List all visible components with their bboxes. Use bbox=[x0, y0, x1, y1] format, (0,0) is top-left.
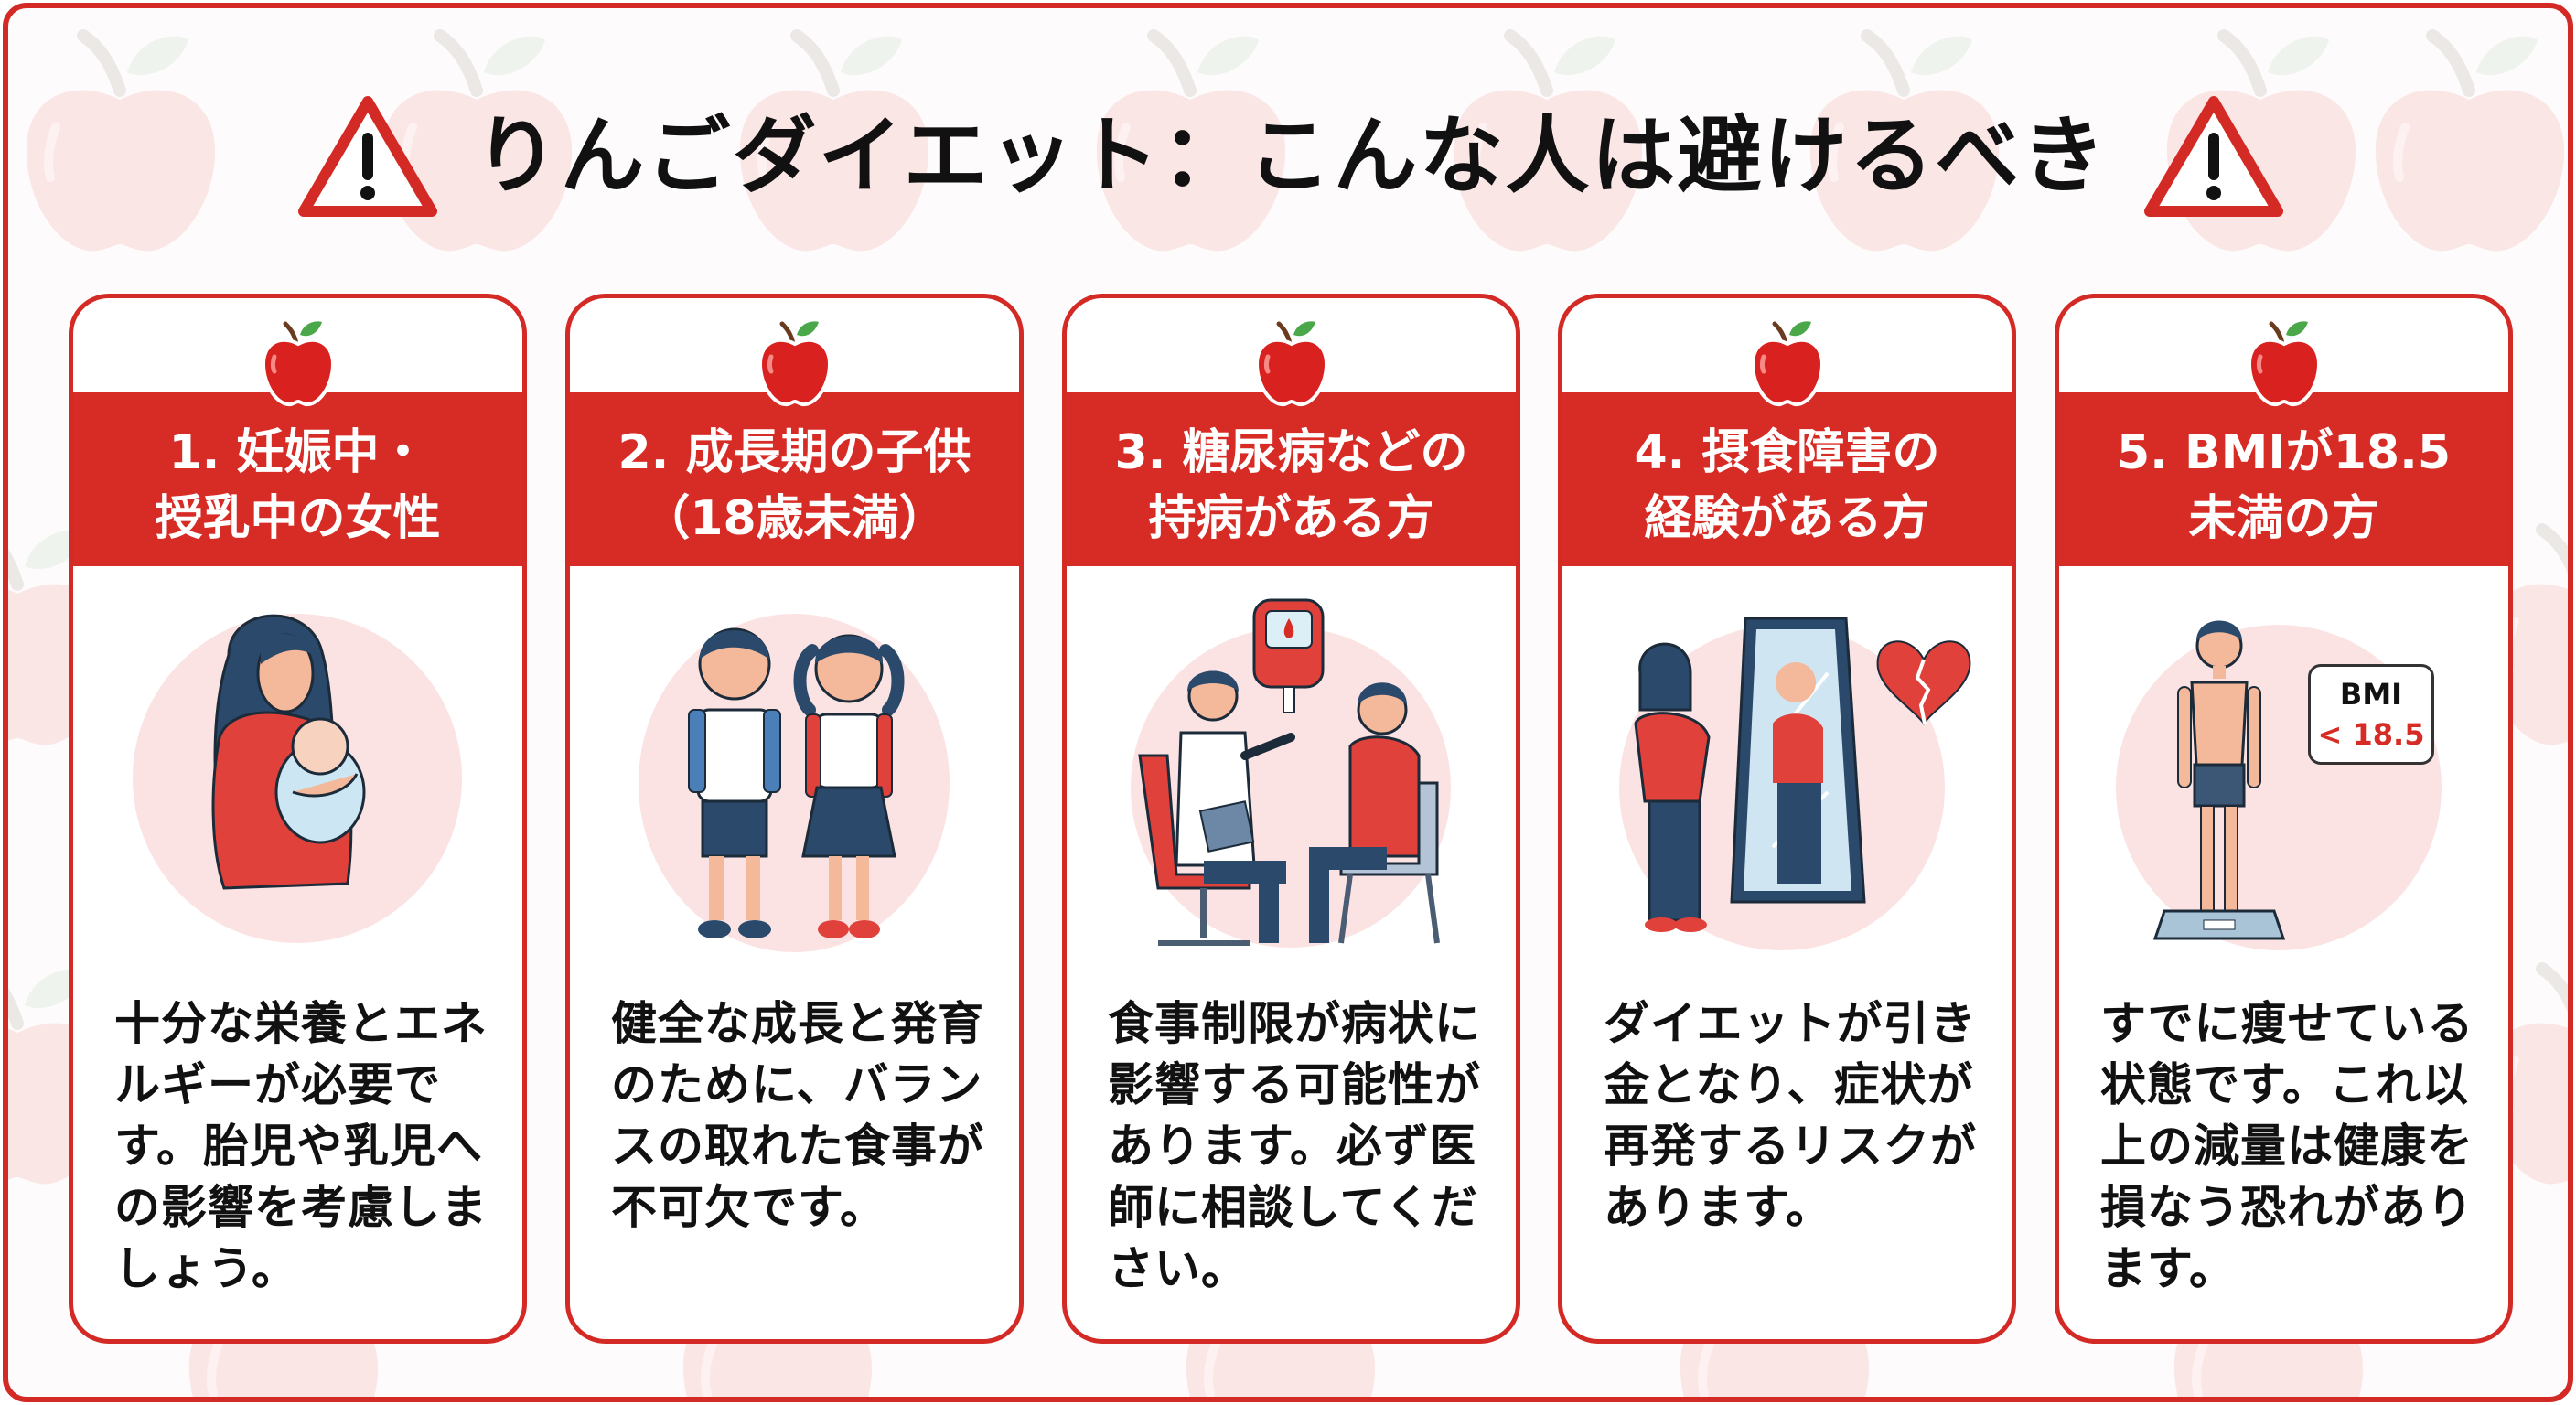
card-heading-line: （18歳未満） bbox=[642, 491, 947, 546]
description-line: 状態です。これ以 bbox=[2100, 1058, 2469, 1111]
description-line: 影響する可能性が bbox=[1108, 1058, 1481, 1111]
card-description: ダイエットが引き 金となり、症状が 再発するリスクが あります。 bbox=[1604, 993, 1984, 1239]
description-line: ダイエットが引き bbox=[1604, 997, 1977, 1050]
card-heading: 2. 成長期の子供 （18歳未満） bbox=[570, 392, 1019, 566]
card-pregnant-nursing-women: 1. 妊娠中・ 授乳中の女性 十分な栄養とエネ ルギーが必要で す。胎児や乳児へ… bbox=[69, 294, 527, 1344]
card-description: すでに痩せている 状態です。これ以 上の減量は健康を 損なう恐れがあり ます。 bbox=[2100, 993, 2481, 1300]
description-line: ます。 bbox=[2100, 1242, 2236, 1295]
warning-triangle-icon bbox=[298, 92, 437, 220]
card-heading: 3. 糖尿病などの 持病がある方 bbox=[1067, 392, 1516, 566]
description-line: のために、バラン bbox=[611, 1058, 983, 1111]
title-row: りんごダイエット：こんな人は避けるべき bbox=[8, 92, 2573, 220]
description-line: 不可欠です。 bbox=[611, 1181, 886, 1234]
card-heading-line: 持病がある方 bbox=[1148, 491, 1434, 546]
card-eating-disorder-history: 4. 摂食障害の 経験がある方 ダイエットが引き 金となり、症状が bbox=[1558, 294, 2016, 1344]
description-line: しょう。 bbox=[114, 1242, 298, 1295]
description-line: 再発するリスクが bbox=[1604, 1120, 1977, 1173]
description-line: さい。 bbox=[1108, 1242, 1248, 1295]
description-line: スの取れた食事が bbox=[611, 1120, 984, 1173]
bmi-badge: BMI < 18.5 bbox=[2308, 664, 2434, 765]
card-heading-line: 4. 摂食障害の bbox=[1634, 425, 1940, 480]
card-chronic-illness: 3. 糖尿病などの 持病がある方 bbox=[1062, 294, 1520, 1344]
description-line: すでに痩せている bbox=[2100, 997, 2474, 1050]
description-line: す。胎児や乳児へ bbox=[114, 1120, 483, 1173]
apple-icon bbox=[2246, 316, 2323, 408]
card-heading: 4. 摂食障害の 経験がある方 bbox=[1562, 392, 2012, 566]
description-line: 食事制限が病状に bbox=[1108, 997, 1481, 1050]
apple-icon bbox=[1253, 316, 1330, 408]
description-line: 損なう恐れがあり bbox=[2100, 1181, 2474, 1234]
card-heading-line: 1. 妊娠中・ bbox=[168, 425, 427, 480]
woman-at-mirror-illustration bbox=[1619, 617, 1971, 950]
description-line: あります。必ず医 bbox=[1108, 1120, 1476, 1173]
card-heading-line: 未満の方 bbox=[2188, 491, 2379, 546]
bmi-badge-label: BMI bbox=[2339, 677, 2403, 712]
description-line: 金となり、症状が bbox=[1604, 1058, 1974, 1111]
mother-holding-baby-illustration bbox=[133, 614, 462, 943]
card-heading-line: 授乳中の女性 bbox=[155, 491, 441, 546]
thin-person-on-scale-illustration bbox=[2116, 620, 2442, 950]
schoolchildren-illustration bbox=[639, 614, 950, 952]
apple-icon bbox=[260, 316, 337, 408]
description-line: 十分な栄養とエネ bbox=[114, 997, 488, 1050]
warning-triangle-icon bbox=[2144, 92, 2283, 220]
card-heading-line: 2. 成長期の子供 bbox=[617, 425, 971, 480]
card-heading: 1. 妊娠中・ 授乳中の女性 bbox=[73, 392, 522, 566]
description-line: あります。 bbox=[1604, 1181, 1832, 1234]
card-low-bmi: 5. BMIが18.5 未満の方 BMI < 18.5 すでに痩せている 状態で… bbox=[2055, 294, 2513, 1344]
apple-icon bbox=[757, 316, 833, 408]
card-description: 食事制限が病状に 影響する可能性が あります。必ず医 師に相談してくだ さい。 bbox=[1108, 993, 1488, 1300]
card-growing-children: 2. 成長期の子供 （18歳未満） 健全な bbox=[565, 294, 1024, 1344]
infographic-frame: りんごダイエット：こんな人は避けるべき 1. 妊娠中・ 授乳中の女性 十分な栄養… bbox=[3, 3, 2573, 1402]
card-heading: 5. BMIが18.5 未満の方 bbox=[2059, 392, 2508, 566]
page-title: りんごダイエット：こんな人は避けるべき bbox=[474, 107, 2108, 205]
card-description: 健全な成長と発育 のために、バラン スの取れた食事が 不可欠です。 bbox=[611, 993, 992, 1239]
description-line: 師に相談してくだ bbox=[1108, 1181, 1478, 1234]
card-heading-line: 3. 糖尿病などの bbox=[1114, 425, 1468, 480]
bmi-badge-value: < 18.5 bbox=[2317, 717, 2425, 752]
card-heading-line: 経験がある方 bbox=[1644, 491, 1930, 546]
card-heading-line: 5. BMIが18.5 bbox=[2116, 425, 2452, 480]
card-description: 十分な栄養とエネ ルギーが必要で す。胎児や乳児へ の影響を考慮しま しょう。 bbox=[114, 993, 495, 1300]
description-line: ルギーが必要で bbox=[114, 1058, 441, 1111]
description-line: の影響を考慮しま bbox=[114, 1181, 488, 1234]
description-line: 上の減量は健康を bbox=[2100, 1120, 2474, 1173]
doctor-consultation-illustration bbox=[1131, 598, 1451, 948]
description-line: 健全な成長と発育 bbox=[611, 997, 984, 1050]
apple-icon bbox=[1749, 316, 1826, 408]
